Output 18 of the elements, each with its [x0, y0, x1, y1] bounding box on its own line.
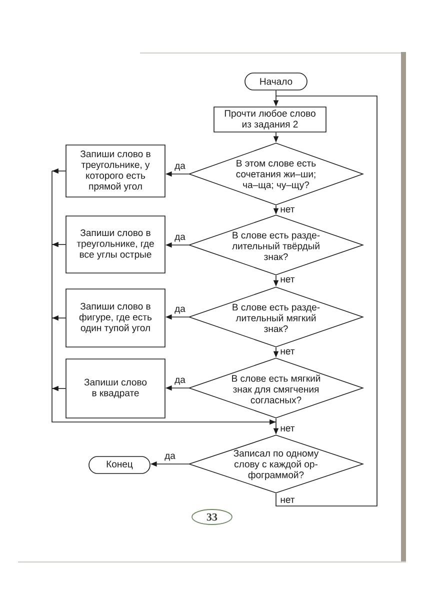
edge-label: нет [279, 206, 296, 214]
edge-label: нет [279, 496, 296, 504]
edge-label: да [164, 452, 176, 462]
edge-label: да [174, 306, 186, 315]
edge-label: нет [279, 348, 296, 356]
page-number: 33 [192, 509, 232, 525]
process-box: Запиши слово в треугольнике, где все углы острые [66, 216, 166, 274]
edge-label: да [174, 162, 186, 172]
edge-label: нет [279, 276, 296, 284]
process-box: Запиши слово в треугольнике, у которого есть прямой угол [66, 144, 166, 198]
edge-label: нет [279, 425, 296, 432]
edge-label: да [174, 376, 186, 386]
process-box: Запиши слово в квадрате [66, 358, 166, 418]
terminal-box: Конец [88, 456, 150, 474]
edge-label: да [174, 234, 186, 243]
process-box: Запиши слово в фигуре, где есть один тупой угол [66, 288, 166, 348]
process-box: Прочти любое слово из задания 2 [214, 106, 326, 132]
terminal-box: Начало [244, 72, 308, 90]
